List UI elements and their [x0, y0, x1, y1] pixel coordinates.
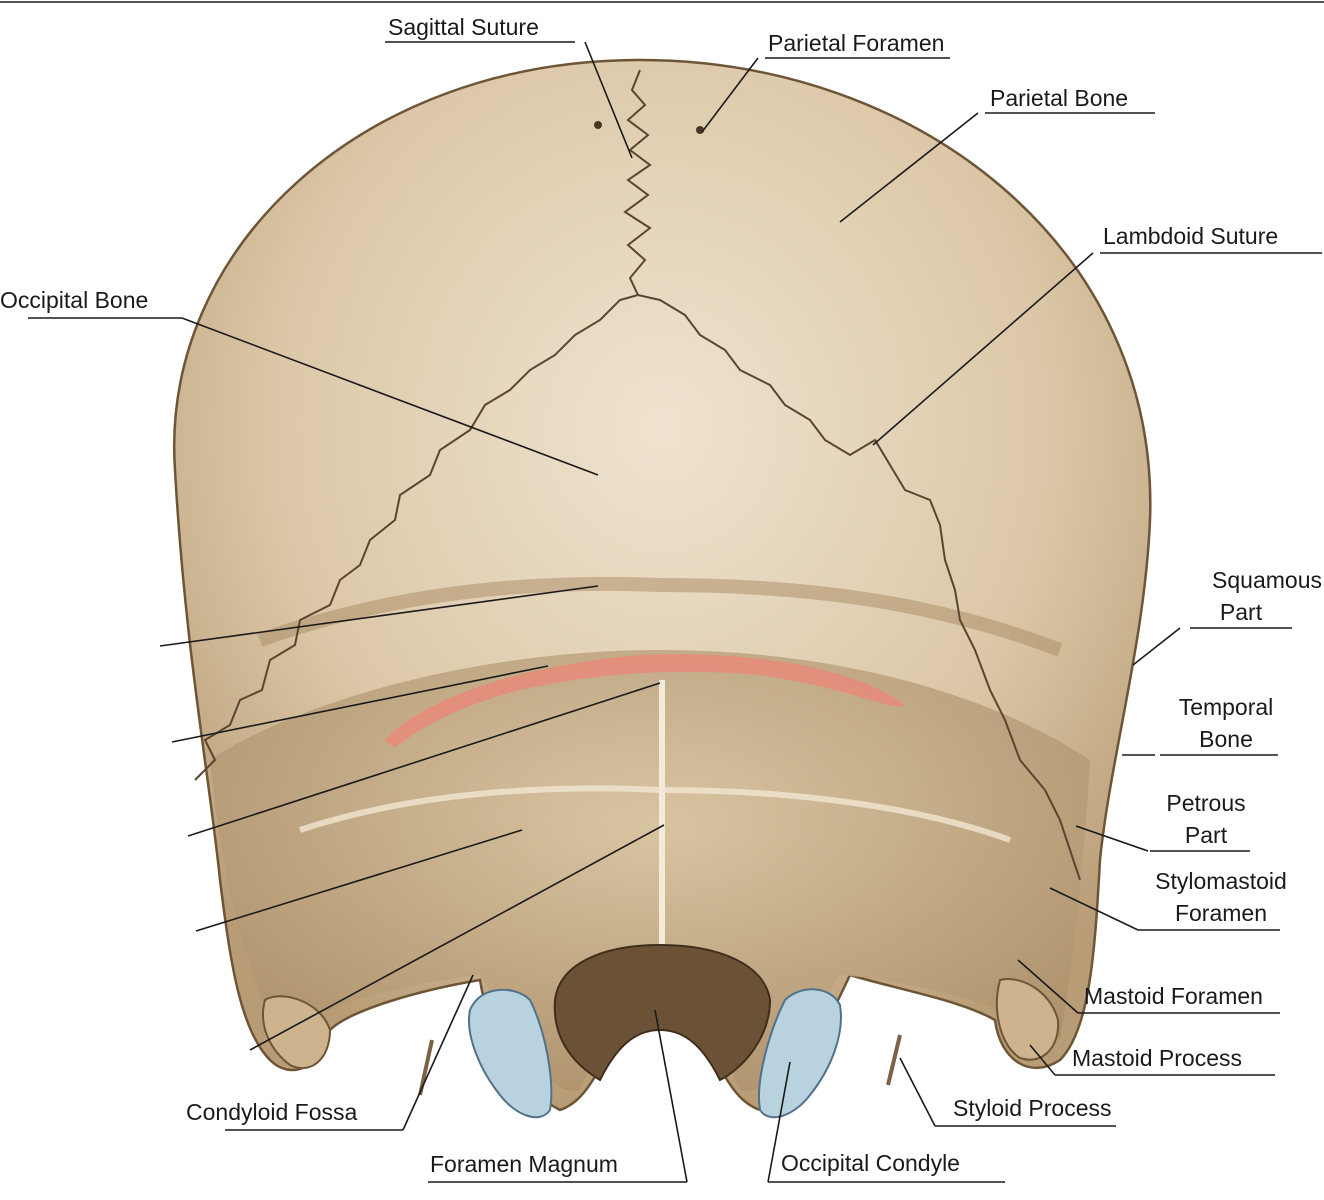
leader-sagittal-suture [584, 41, 633, 159]
left-styloid-process [418, 1039, 434, 1096]
label-petrous-part-line1: Petrous [1166, 790, 1246, 816]
leader-mastoid-foramen [1017, 959, 1079, 1014]
leader-parietal-foramen [701, 57, 759, 133]
label-petrous-part-line2: Part [1184, 822, 1228, 848]
label-parietal-foramen: Parietal Foramen [768, 30, 945, 56]
right-occipital-condyle [758, 988, 842, 1119]
label-occipital-bone: Occipital Bone [0, 287, 149, 313]
lambdoid-suture-line [194, 293, 1081, 881]
leader-mastoid-process [1029, 1044, 1056, 1076]
label-lambdoid-suture: Lambdoid Suture [1103, 223, 1279, 249]
leader-unlabeled-3 [187, 682, 661, 837]
label-temporal-bone-line2: Bone [1199, 726, 1253, 752]
occipital-lower-region [210, 650, 1090, 1092]
leader-condyloid-fossa [402, 974, 474, 1131]
label-mastoid-foramen: Mastoid Foramen [1084, 983, 1263, 1009]
leader-lines [28, 41, 1322, 1183]
inferior-nuchal-line [299, 785, 1012, 843]
superior-nuchal-line-highlight [385, 654, 905, 748]
leader-foramen-magnum [654, 1009, 688, 1183]
sagittal-suture-line [623, 69, 652, 296]
label-styloid-process: Styloid Process [953, 1095, 1112, 1121]
parietal-foramen-dot-left [594, 121, 602, 129]
label-sagittal-suture: Sagittal Suture [388, 14, 539, 40]
label-temporal-bone-line1: Temporal [1178, 694, 1274, 720]
leader-unlabeled-5 [249, 824, 665, 1051]
leader-stylomastoid-foramen [1049, 887, 1139, 931]
leader-unlabeled-4 [195, 829, 523, 932]
label-squamous-part-line2: Part [1219, 599, 1263, 625]
label-squamous-part-line1: Squamous [1212, 567, 1322, 593]
leader-styloid-process [899, 1057, 936, 1127]
label-stylomastoid-foramen-line2: Foramen [1174, 900, 1268, 926]
leader-unlabeled-1 [159, 585, 599, 647]
left-occipital-condyle [468, 988, 553, 1119]
label-parietal-bone: Parietal Bone [990, 85, 1129, 111]
label-foramen-magnum: Foramen Magnum [430, 1151, 618, 1177]
foramen-magnum-shape [553, 943, 772, 1082]
label-occipital-condyle: Occipital Condyle [781, 1150, 960, 1176]
leader-parietal-bone [839, 112, 979, 223]
right-styloid-process [886, 1034, 902, 1086]
leader-occipital-condyle [767, 1061, 791, 1183]
label-mastoid-process: Mastoid Process [1072, 1045, 1243, 1071]
leader-petrous-part [1075, 825, 1149, 852]
right-mastoid-process [996, 978, 1060, 1061]
label-condyloid-fossa: Condyloid Fossa [186, 1099, 358, 1125]
label-stylomastoid-foramen-line1: Stylomastoid [1155, 868, 1287, 894]
leader-unlabeled-2 [171, 665, 549, 743]
external-occipital-protuberance [257, 576, 1063, 657]
leader-squamous-part [1132, 627, 1181, 666]
leader-lambdoid-suture [872, 252, 1094, 446]
left-mastoid-process [262, 995, 332, 1070]
leader-occipital-bone [181, 317, 599, 476]
